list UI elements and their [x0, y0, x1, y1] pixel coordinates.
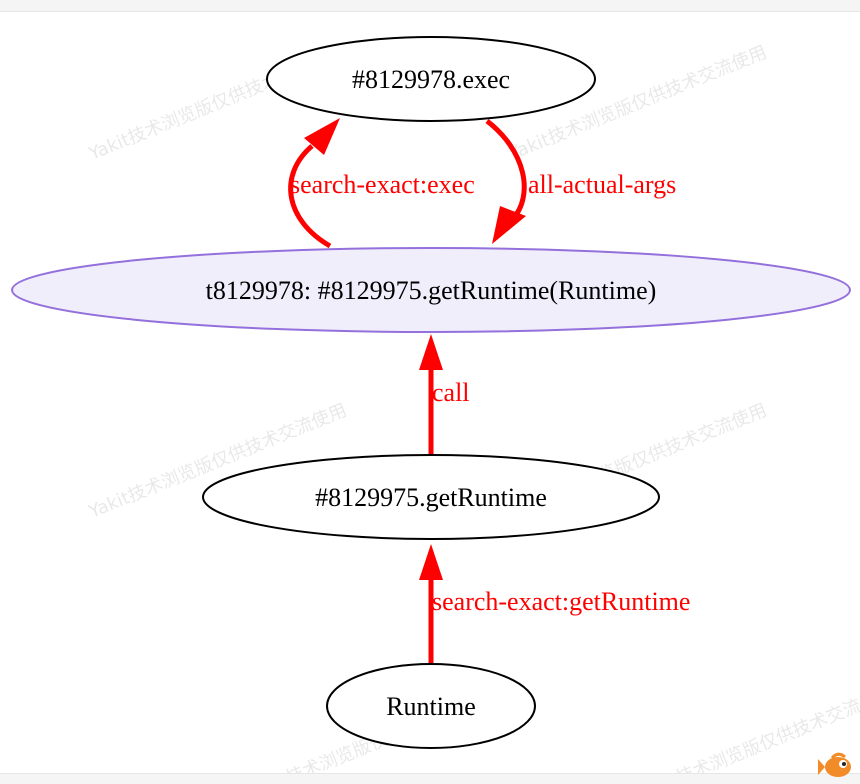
- edge-arrowhead: [492, 206, 526, 244]
- edge-arrowhead: [419, 544, 443, 580]
- node-runtime[interactable]: Runtime: [326, 663, 536, 749]
- node-shape: [266, 36, 596, 122]
- edge-actual-args[interactable]: all-actual-args: [485, 119, 676, 244]
- node-exec[interactable]: #8129978.exec: [266, 36, 596, 122]
- edge-search-getruntime[interactable]: search-exact:getRuntime: [419, 544, 690, 663]
- edge-line: [485, 119, 527, 222]
- top-toolbar-strip: [0, 0, 860, 12]
- node-label-runtime: Runtime: [386, 692, 476, 721]
- node-label-exec: #8129978.exec: [352, 65, 510, 94]
- edge-line: [288, 144, 332, 249]
- node-label-getruntime: #8129975.getRuntime: [315, 483, 547, 512]
- edge-label-actual-args: all-actual-args: [528, 170, 676, 199]
- edge-label-search-exec: search-exact:exec: [290, 170, 475, 199]
- edge-search-exec[interactable]: search-exact:exec: [288, 118, 475, 249]
- edge-arrowhead: [304, 118, 340, 155]
- node-shape: [326, 663, 536, 749]
- node-label-call: t8129978: #8129975.getRuntime(Runtime): [206, 276, 657, 305]
- edge-call[interactable]: call: [419, 334, 470, 454]
- edge-label-call: call: [432, 378, 470, 407]
- node-call-highlighted[interactable]: t8129978: #8129975.getRuntime(Runtime): [11, 247, 851, 333]
- node-getruntime[interactable]: #8129975.getRuntime: [202, 454, 660, 540]
- node-shape: [202, 454, 660, 540]
- node-shape: [11, 247, 851, 333]
- edge-label-search-getruntime: search-exact:getRuntime: [432, 587, 690, 616]
- edge-arrowhead: [419, 334, 443, 370]
- orange-fish-icon[interactable]: [818, 750, 854, 780]
- bottom-status-strip: [0, 773, 860, 784]
